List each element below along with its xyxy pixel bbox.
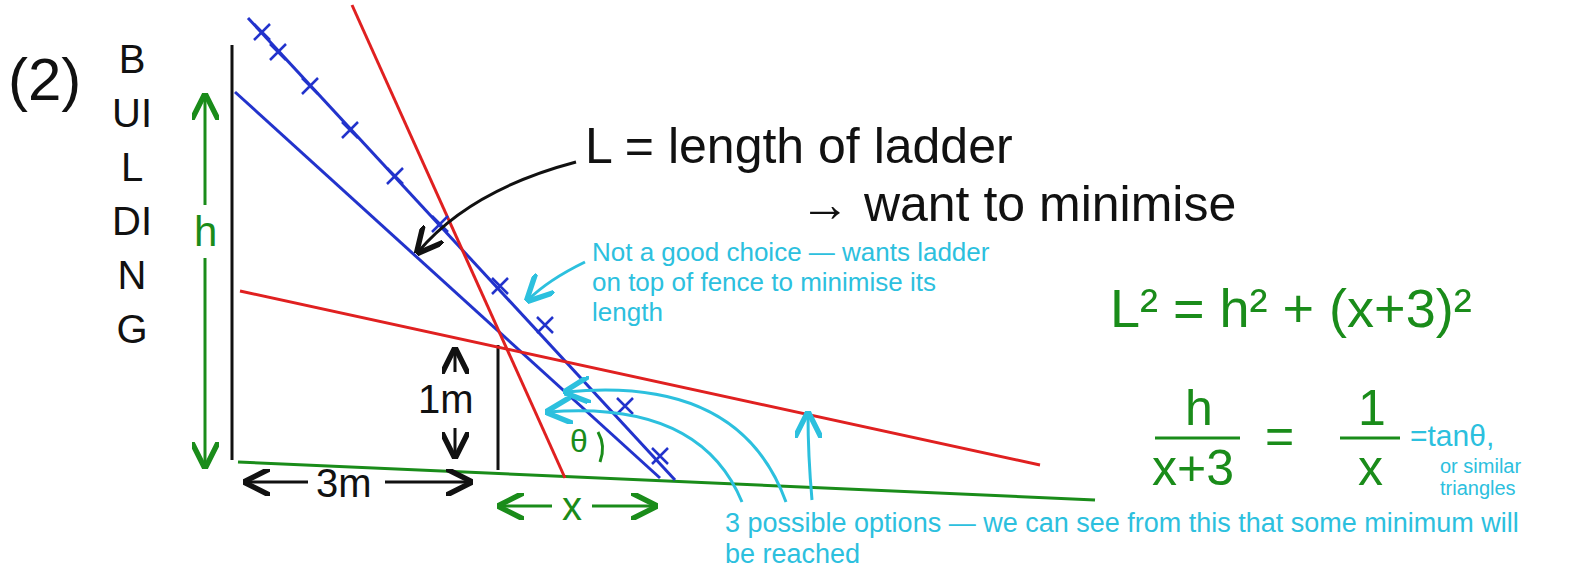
note-text: or similar triangles (1440, 455, 1560, 499)
equation: L² = h² + (x+3)² (1110, 280, 1472, 337)
ladder-line-steep (352, 5, 565, 478)
dimension-arrow (454, 428, 457, 456)
dimension-label: 3m (316, 462, 372, 504)
problem-number: (2) (8, 48, 81, 111)
dimension-arrow (204, 96, 207, 205)
note-text: 3 possible options — we can see from thi… (725, 508, 1555, 570)
angle-label: θ (570, 425, 588, 459)
dimension-label: x (562, 485, 582, 527)
leader-arrow (418, 162, 576, 252)
dimension-arrow (385, 481, 470, 484)
equation: = (1265, 410, 1294, 463)
dimension-arrow (500, 505, 552, 508)
dimension-arrow (592, 505, 655, 508)
dimension-label: 1m (418, 378, 474, 420)
building-wall (231, 45, 234, 460)
equation: 1 (1358, 382, 1386, 435)
fraction-bar (1340, 437, 1400, 440)
leader-arrow (808, 414, 812, 500)
dimension-arrow (454, 350, 457, 372)
fence (497, 345, 500, 470)
dimension-label: h (194, 210, 217, 254)
leader-arrow (528, 262, 585, 300)
dimension-arrow (246, 481, 308, 484)
angle-arc (598, 432, 603, 462)
equation: x+3 (1152, 442, 1234, 495)
fraction-bar (1155, 437, 1240, 440)
note-text: =tanθ, (1410, 420, 1494, 452)
equation: x (1358, 442, 1383, 495)
note-text: L = length of ladder (585, 120, 1013, 173)
building-label: BUILDING (112, 32, 152, 356)
dimension-arrow (204, 258, 207, 466)
equation: h (1185, 382, 1213, 435)
note-text: Not a good choice — wants ladder on top … (592, 238, 1012, 328)
note-text: → want to minimise (800, 178, 1236, 231)
leader-arrow (566, 390, 786, 502)
